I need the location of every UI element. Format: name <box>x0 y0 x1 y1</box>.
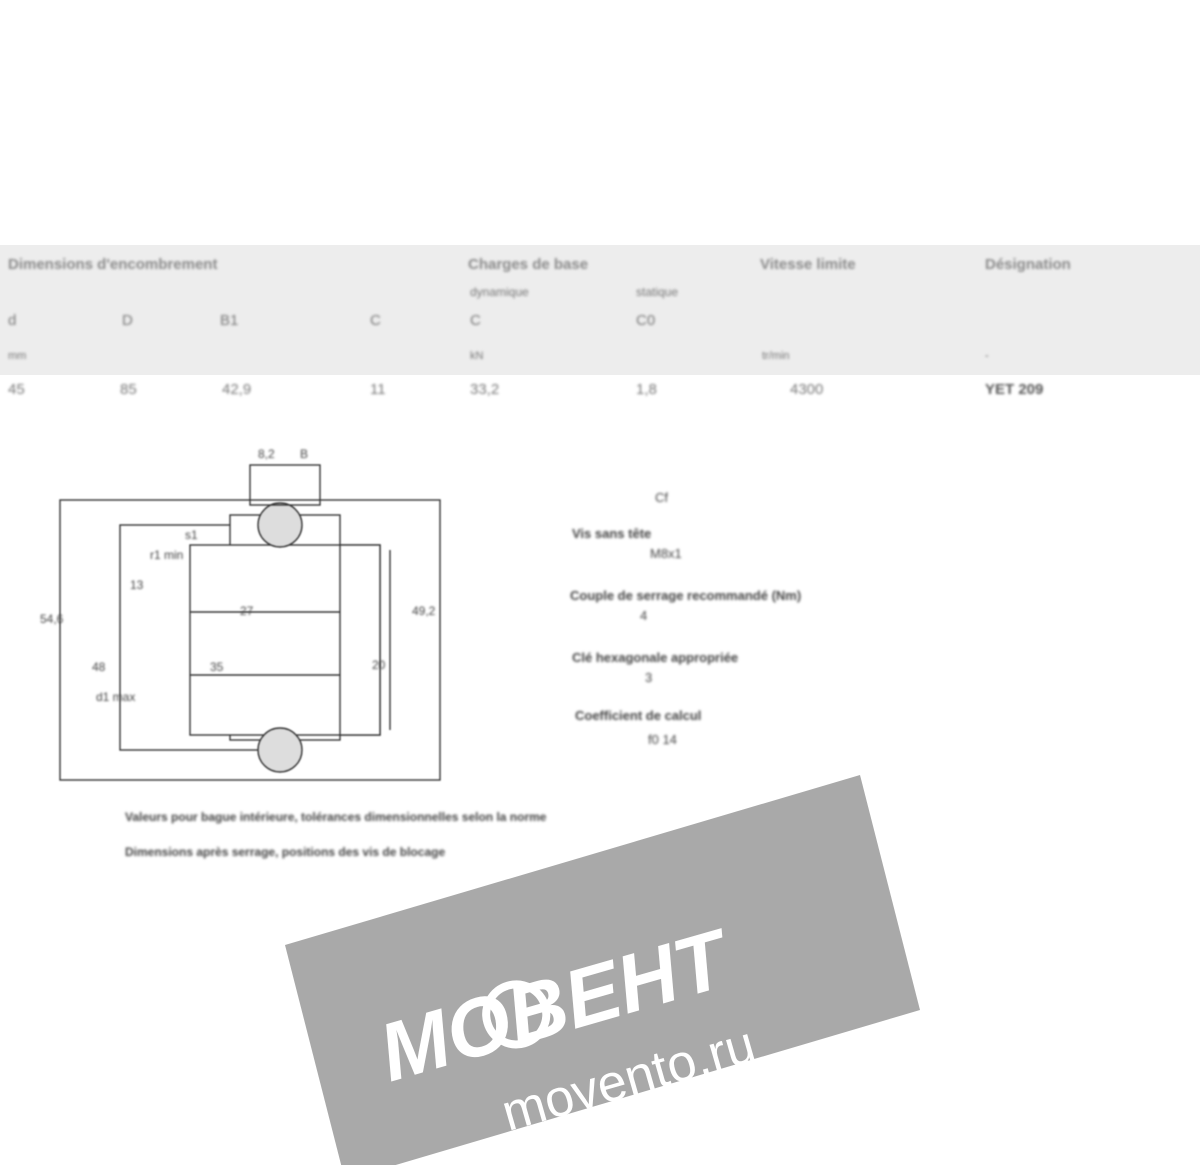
footnote: Valeurs pour bague intérieure, tolérance… <box>125 810 547 824</box>
d1-max-label: d1 max <box>96 690 136 704</box>
r1-min-label: r1 min <box>150 548 184 562</box>
side-title: Cf <box>655 490 668 505</box>
dim-label: 48 <box>92 660 106 674</box>
side-label: Coefficient de calcul <box>575 708 702 723</box>
dim-label: 20 <box>372 658 386 672</box>
col-C-dyn: C <box>470 312 481 329</box>
table-row <box>0 375 1200 403</box>
watermark-url: movento.ru <box>495 1015 761 1142</box>
table-header-band <box>0 245 1200 375</box>
side-label: Clé hexagonale appropriée <box>572 650 739 665</box>
cell-B1: 42,9 <box>222 381 252 398</box>
subheader-static: statique <box>636 285 679 299</box>
cell-C0: 1,8 <box>636 381 657 398</box>
col-B1: B1 <box>220 312 239 329</box>
col-D: D <box>122 312 133 329</box>
side-label: Vis sans tête <box>572 526 652 541</box>
unit-dash: - <box>985 350 989 362</box>
side-label: Couple de serrage recommandé (Nm) <box>570 588 802 603</box>
header-designation: Désignation <box>985 256 1071 273</box>
watermark-banner <box>285 775 920 1170</box>
cell-D: 85 <box>120 381 137 398</box>
unit-mm: mm <box>8 350 27 362</box>
header-charges: Charges de base <box>468 256 589 273</box>
dim-label: 8,2 <box>258 447 275 461</box>
side-value: M8x1 <box>650 546 682 561</box>
s1-label: s1 <box>185 528 198 542</box>
side-value: f0 14 <box>648 732 677 747</box>
unit-kn: kN <box>470 350 484 362</box>
footnote: Dimensions après serrage, positions des … <box>125 845 446 859</box>
dim-label: 54,6 <box>40 612 64 626</box>
cell-C-dyn: 33,2 <box>470 381 500 398</box>
cell-C: 11 <box>370 381 386 398</box>
dim-label: 35 <box>210 660 224 674</box>
side-value: 3 <box>645 670 653 685</box>
watermark-logo-icon <box>482 980 551 1049</box>
col-d: d <box>8 312 17 329</box>
cell-d: 45 <box>8 381 25 398</box>
dim-label: 49,2 <box>412 604 436 618</box>
col-C: C <box>370 312 381 329</box>
cell-speed: 4300 <box>790 381 824 398</box>
cell-designation: YET 209 <box>985 381 1044 398</box>
subheader-dynamic: dynamique <box>470 285 529 299</box>
side-value: 4 <box>640 608 648 623</box>
col-C0: C0 <box>636 312 656 329</box>
header-vitesse: Vitesse limite <box>760 256 856 273</box>
header-dimensions: Dimensions d'encombrement <box>8 256 218 273</box>
unit-rpm: tr/min <box>762 350 790 362</box>
b-label: B <box>300 447 309 461</box>
watermark-brand: МОВЕНТ <box>370 912 742 1099</box>
dim-label: 27 <box>240 604 254 618</box>
bearing-drawing <box>59 464 441 781</box>
dim-label: 13 <box>130 578 144 592</box>
